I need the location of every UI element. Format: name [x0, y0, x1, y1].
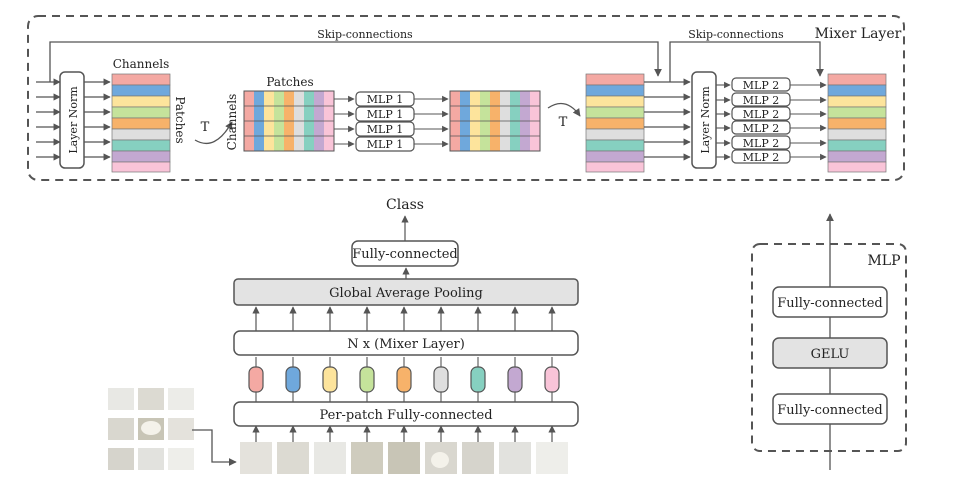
transpose-1-label: T — [201, 120, 210, 135]
mlp2-label: MLP 2 — [743, 94, 779, 107]
mlp2-label: MLP 2 — [743, 108, 779, 121]
per-patch-fc-box: Per-patch Fully-connected — [233, 401, 579, 427]
class-output-label: Class — [386, 197, 424, 213]
mlp1-label: MLP 1 — [367, 123, 403, 136]
transpose-2: T — [547, 102, 581, 130]
patch-table-3 — [449, 90, 541, 152]
mlp-block-title: MLP — [867, 253, 900, 269]
token — [396, 366, 412, 393]
mlp-fc-2-label: Fully-connected — [777, 296, 883, 311]
per-patch-fc-label: Per-patch Fully-connected — [319, 408, 492, 423]
layer-norm-1: Layer Norm — [59, 71, 85, 169]
mlp2-label: MLP 2 — [743, 137, 779, 150]
mlp1-label: MLP 1 — [367, 138, 403, 151]
skip-connection-2: Skip-connections — [669, 28, 824, 82]
skip-connection-1: Skip-connections — [49, 28, 662, 82]
patch-table-4 — [585, 73, 645, 173]
global-pool-box: Global Average Pooling — [233, 278, 579, 306]
layer-norm-2-label: Layer Norm — [699, 86, 712, 154]
token — [248, 366, 264, 393]
patch-sequence — [240, 442, 568, 474]
input-lines — [36, 78, 61, 161]
layer-norm-1-out-arrows — [84, 78, 111, 161]
layer-norm-1-label: Layer Norm — [67, 86, 80, 154]
mlp-gelu-label: GELU — [811, 347, 850, 362]
mlp2-label: MLP 2 — [743, 151, 779, 164]
patch-input-arrows — [252, 425, 556, 442]
token — [359, 366, 375, 393]
mlp-fc-2-box: Fully-connected — [772, 286, 888, 318]
patches-label: Patches — [266, 75, 313, 89]
token — [544, 366, 560, 393]
pool-input-arrows — [252, 306, 556, 331]
patch-table-1 — [111, 73, 171, 173]
mixer-layer-panel: Mixer Layer Skip-connections Skip-connec… — [27, 15, 905, 181]
token — [322, 366, 338, 393]
global-pool-label: Global Average Pooling — [329, 286, 483, 301]
mlp2-group: MLP 2 MLP 2 MLP 2 MLP 2 MLP 2 MLP 2 — [716, 77, 827, 164]
table-4-out-lines — [644, 78, 691, 161]
mlp2-label: MLP 2 — [743, 122, 779, 135]
mlp-block-panel: MLP Fully-connected GELU Fully-connected — [751, 213, 907, 470]
channels-label: Channels — [113, 57, 170, 71]
mixer-layer-title: Mixer Layer — [815, 26, 902, 42]
image-patch-grid — [108, 388, 194, 470]
mlp-gelu-box: GELU — [772, 337, 888, 369]
transpose-2-label: T — [559, 115, 568, 130]
patches-label-vertical: Patches — [173, 96, 187, 143]
token — [470, 366, 486, 393]
mlp1-label: MLP 1 — [367, 93, 403, 106]
patch-table-2 — [243, 90, 335, 152]
token — [507, 366, 523, 393]
embedding-tokens — [248, 357, 560, 402]
skip-connection-label-2: Skip-connections — [688, 28, 784, 41]
token — [433, 366, 449, 393]
mixer-stack-label: N x (Mixer Layer) — [347, 337, 465, 352]
mlp-fc-1-label: Fully-connected — [777, 403, 883, 418]
skip-connection-label-1: Skip-connections — [317, 28, 413, 41]
mlp1-label: MLP 1 — [367, 108, 403, 121]
transpose-1: T — [194, 120, 233, 145]
architecture-panel: Per-patch Fully-connected N x — [108, 197, 579, 474]
mlp-fc-1-box: Fully-connected — [772, 393, 888, 425]
fc-head-label: Fully-connected — [352, 247, 458, 262]
fc-head-box: Fully-connected — [351, 240, 459, 267]
mlp2-label: MLP 2 — [743, 79, 779, 92]
token — [285, 366, 301, 393]
mlp1-group: MLP 1 MLP 1 MLP 1 MLP 1 — [334, 91, 449, 152]
layer-norm-2: Layer Norm — [691, 71, 717, 169]
patch-to-sequence-arrow — [192, 429, 237, 466]
patch-table-5 — [827, 73, 887, 173]
channels-label-vertical: Channels — [225, 94, 239, 151]
mixer-stack-box: N x (Mixer Layer) — [233, 330, 579, 356]
